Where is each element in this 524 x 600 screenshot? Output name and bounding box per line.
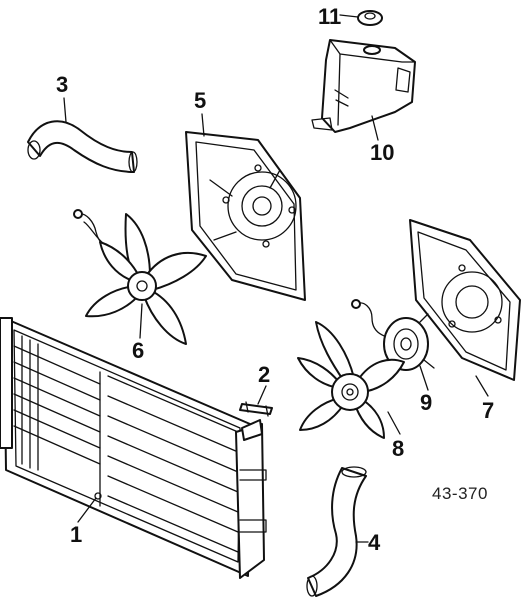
radiator-bracket [239,401,273,417]
upper-radiator-hose [27,120,138,173]
callout-7: 7 [482,398,495,423]
callout-11: 11 [318,4,342,29]
callout-1: 1 [70,522,83,547]
reservoir-cap [357,10,383,26]
fan-blade-right [297,321,405,439]
callout-2: 2 [258,362,271,387]
coolant-reservoir [311,39,416,133]
callout-3: 3 [56,72,69,97]
upper-fan-shroud [185,131,306,301]
callout-4: 4 [368,530,381,555]
callout-8: 8 [392,436,405,461]
diagram-code: 43-370 [432,484,488,503]
callout-5: 5 [194,88,207,113]
fan-blade-left [73,209,207,345]
lower-radiator-hose [306,466,367,597]
fan-motor [351,299,435,371]
lower-fan-shroud [409,219,521,381]
callout-10: 10 [370,140,395,165]
leader-lines [63,14,489,543]
callout-9: 9 [420,390,433,415]
radiator [0,317,267,579]
callout-6: 6 [132,338,145,363]
